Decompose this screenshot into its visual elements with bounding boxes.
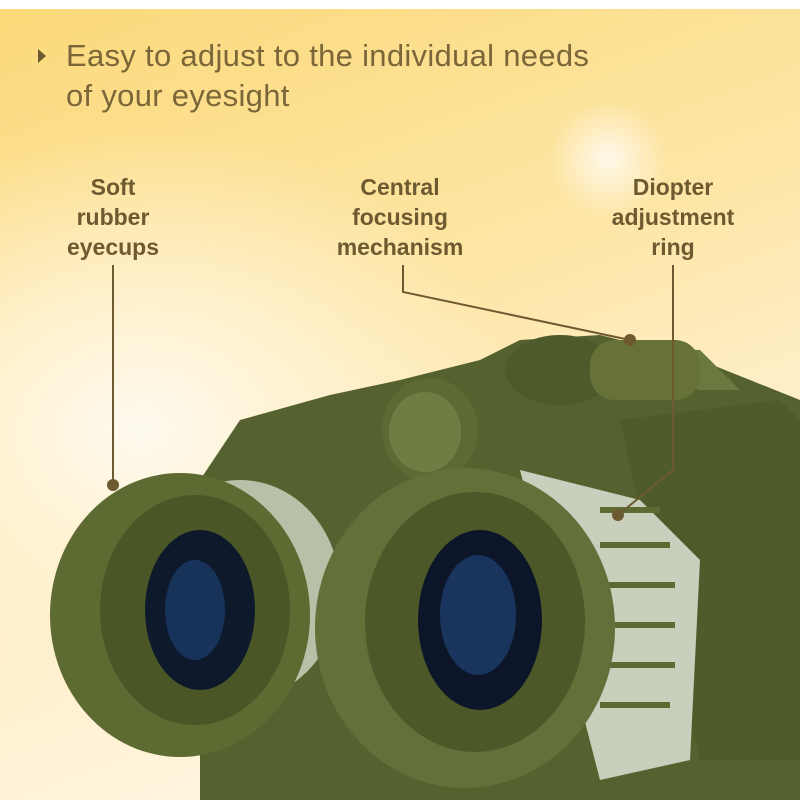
callout-text: ring [651,234,695,260]
callout-dot [612,509,624,521]
headline-line-2: of your eyesight [66,78,290,113]
callout-dot [624,334,636,346]
callout-line-focus [402,265,631,341]
callout-text: focusing [352,204,448,230]
bullet-arrow-icon [38,49,46,63]
callout-text: Diopter [632,174,714,200]
callout-text: adjustment [611,204,735,230]
callout-diopter-ring: Diopter adjustment ring [588,172,758,262]
headline-line-1: Easy to adjust to the individual needs [66,38,590,73]
callout-text: Soft [90,174,136,200]
callout-text: eyecups [66,234,160,260]
callout-soft-rubber-eyecups: Soft rubber eyecups [40,172,186,262]
callout-text: rubber [76,204,150,230]
headline: Easy to adjust to the individual needs o… [66,36,589,116]
callout-text: mechanism [336,234,464,260]
callout-central-focusing: Central focusing mechanism [310,172,490,262]
callout-line-diopter [617,265,674,516]
callout-text: Central [360,174,440,200]
callout-dot [107,479,119,491]
